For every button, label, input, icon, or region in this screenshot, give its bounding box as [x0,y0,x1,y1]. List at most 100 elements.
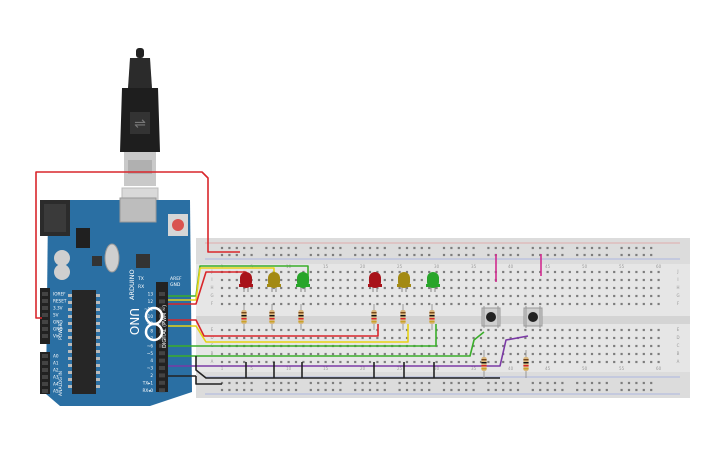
column-number-bottom: 45 [545,366,551,371]
resistor-led-red-1[interactable] [241,304,247,330]
analog-header-title: ANALOG IN [58,371,64,396]
led-red-1[interactable] [239,272,253,292]
resistor-led-red-2[interactable] [371,304,377,330]
row-letter: D [676,335,679,340]
resistor-led-green-1[interactable] [298,304,304,330]
column-number-top: 20 [360,264,366,269]
atmega-chip [72,290,96,394]
row-letter: G [676,293,679,298]
analog-pin-label: A4 [53,382,59,387]
wire-gnd-rail[interactable] [195,376,222,385]
resistors [241,304,529,378]
column-number-bottom: 10 [286,366,292,371]
led-yellow-1[interactable] [267,272,281,292]
resistor-button-2[interactable] [523,350,529,378]
wire-pin8[interactable] [168,324,409,343]
digital-pin-label: 13 [148,292,154,297]
resistor-led-green-2[interactable] [429,304,435,330]
column-number-top: 55 [619,264,625,269]
row-letter: B [677,351,680,356]
row-letter: J [676,269,678,274]
row-letter: C [677,343,680,348]
column-number-bottom: 60 [656,366,662,371]
row-letter: B [211,351,214,356]
wire-pin9[interactable] [168,319,379,337]
resistor-led-yellow-1[interactable] [269,304,275,330]
wire-gnd-bus[interactable] [195,356,500,379]
push-button-2[interactable] [523,306,543,328]
resistor-button-1[interactable] [481,350,487,378]
analog-pin-label: A0 [53,354,59,359]
digital-pin-label: 2 [150,373,153,378]
analog-header [40,352,50,394]
board-model: UNO [127,308,141,335]
usb-b-port [119,197,157,223]
push-buttons [481,306,543,328]
column-number-bottom: 20 [360,366,366,371]
digital-header-title: DIGITAL (PWM ~) [162,305,168,348]
digital-pin-label: ~6 [147,343,154,348]
wire-pin13[interactable] [168,265,309,297]
column-number-top: 40 [508,264,514,269]
usb-cable[interactable]: ⇌ [120,48,160,217]
row-letter: F [677,301,680,306]
row-letter: I [677,277,678,282]
analog-pin-label: A1 [53,361,59,366]
column-number-bottom: 15 [323,366,329,371]
digital-pin-label: RX◂0 [142,388,153,393]
usb-symbol-icon: ⇌ [134,116,146,132]
column-number-bottom: 5 [250,366,253,371]
wire-pin6[interactable] [168,324,437,347]
column-number-bottom: 50 [582,366,588,371]
gnd-label: GND [170,282,181,288]
power-pin-label: Vin [53,334,60,339]
power-pin-label: RESET [53,299,67,304]
led-green-1[interactable] [296,272,310,292]
row-letter: G [210,293,213,298]
row-letter: I [211,277,212,282]
digital-pin-label: ~10 [144,314,153,319]
column-number-bottom: 35 [471,366,477,371]
wire-pin4-button[interactable] [168,335,529,367]
digital-pin-label: ~3 [147,366,154,371]
row-letter: H [210,285,213,290]
column-number-top: 25 [397,264,403,269]
power-pin-label: GND [53,320,63,325]
led-green-2[interactable] [426,272,440,292]
row-letter: H [676,285,679,290]
column-number-bottom: 1 [221,366,224,371]
aref-label: AREF [170,276,182,282]
push-button-1[interactable] [481,306,501,328]
breadboard-holes [220,246,660,392]
digital-pin-label: 12 [148,299,154,304]
arduino-uno-board: 1312~11~10~987~6~54~32TX▸1RX◂0IOREFRESET… [40,197,192,406]
column-number-bottom: 30 [434,366,440,371]
resistor-led-yellow-2[interactable] [400,304,406,330]
led-yellow-2[interactable] [397,272,411,292]
analog-pin-label: A3 [53,375,59,380]
breadboard-center-channel [196,316,690,324]
column-number-bottom: 25 [397,366,403,371]
arduino-infinity-right-icon [144,322,164,342]
power-pin-label: GND [53,327,63,332]
crystal [104,243,120,273]
digital-pin-label: 8 [150,329,153,334]
row-letter: D [210,335,213,340]
tx-led-label: TX [137,276,144,282]
wire-pin5-button[interactable] [168,331,485,357]
column-number-top: 15 [323,264,329,269]
digital-pin-label: 4 [150,358,153,363]
column-number-top: 60 [656,264,662,269]
board-logo: ARDUINO [128,269,136,300]
column-number-top: 50 [582,264,588,269]
row-letter: A [677,359,680,364]
led-red-2[interactable] [368,272,382,292]
wire-5v-to-rail[interactable] [35,171,240,319]
rx-led-label: RX [138,284,144,290]
column-number-top: 45 [545,264,551,269]
leds [239,272,440,292]
column-number-top: 35 [471,264,477,269]
capacitor [54,264,70,280]
